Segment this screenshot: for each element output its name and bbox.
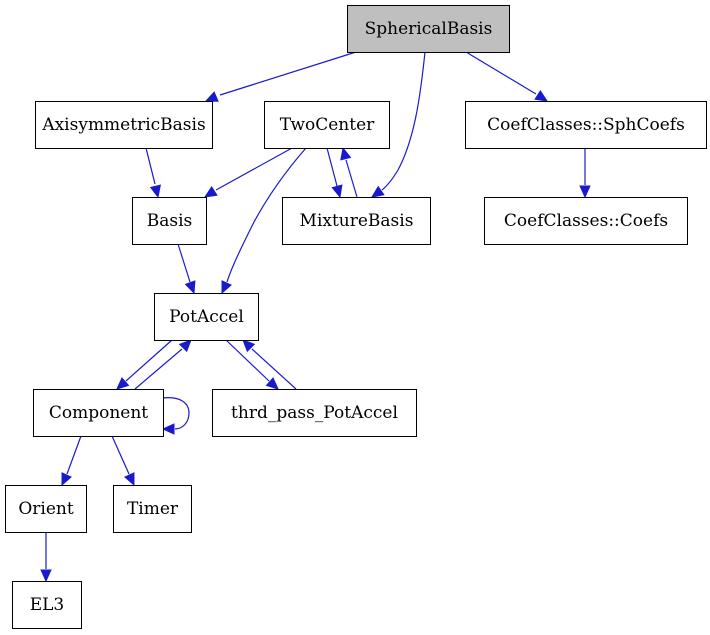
node-potaccel[interactable]: PotAccel — [154, 293, 259, 341]
node-box — [282, 197, 431, 245]
node-el3[interactable]: EL3 — [12, 581, 82, 629]
node-box — [132, 197, 207, 245]
node-box — [12, 581, 82, 629]
edge-line — [226, 147, 307, 283]
edge-arrowhead — [178, 339, 192, 353]
edge-sphericalbasis-to-axisymmetricbasis — [204, 51, 357, 102]
node-label: EL3 — [30, 595, 65, 615]
node-sphericalbasis[interactable]: SphericalBasis — [347, 5, 510, 53]
node-label: CoefClasses::SphCoefs — [487, 115, 685, 135]
edge-orient-to-el3 — [40, 532, 52, 583]
node-box — [212, 389, 417, 437]
edge-arrowhead — [149, 184, 161, 199]
node-label: Orient — [18, 499, 74, 519]
edge-twocenter-to-mixturebasis — [326, 147, 343, 199]
edge-component-to-orient — [61, 435, 82, 487]
node-label: thrd_pass_PotAccel — [231, 403, 398, 423]
edge-potaccel-to-component — [116, 339, 173, 390]
node-label: PotAccel — [169, 307, 244, 327]
edge-arrowhead — [116, 377, 130, 390]
edge-twocenter-to-potaccel — [221, 147, 307, 295]
edge-arrowhead — [204, 91, 219, 102]
edge-sphericalbasis-to-mixturebasis — [371, 51, 426, 198]
edge-twocenter-to-basis — [203, 147, 293, 198]
edge-line — [381, 51, 426, 191]
edge-arrowhead — [221, 280, 232, 295]
edge-arrowhead — [265, 377, 279, 390]
edge-component-to-component — [161, 397, 190, 435]
edge-arrowhead — [534, 89, 549, 102]
edge-arrowhead — [371, 185, 385, 198]
edge-line — [162, 397, 190, 430]
node-label: SphericalBasis — [365, 19, 493, 39]
edges-layer — [40, 51, 591, 583]
node-label: TwoCenter — [280, 115, 375, 135]
edge-arrowhead — [40, 569, 52, 583]
edge-sphericalbasis-to-sphcoefs — [465, 51, 549, 102]
node-label: Component — [49, 403, 148, 423]
edge-line — [177, 243, 191, 283]
edge-line — [251, 348, 297, 390]
edge-line — [125, 339, 173, 382]
edge-arrowhead — [331, 184, 343, 199]
node-label: Timer — [127, 499, 179, 519]
edge-component-to-timer — [111, 435, 135, 487]
node-label: CoefClasses::Coefs — [504, 211, 668, 231]
node-box — [484, 197, 688, 245]
node-twocenter[interactable]: TwoCenter — [264, 101, 390, 149]
edge-line — [145, 147, 156, 185]
edge-arrowhead — [340, 146, 352, 161]
node-mixturebasis[interactable]: MixtureBasis — [282, 197, 431, 245]
edge-thrd_pass_potaccel-to-potaccel — [242, 339, 297, 390]
edge-line — [215, 147, 293, 191]
edge-basis-to-potaccel — [177, 243, 196, 295]
edge-arrowhead — [61, 472, 72, 487]
edge-potaccel-to-thrd_pass_potaccel — [225, 339, 279, 390]
edge-line — [66, 435, 82, 475]
edge-arrowhead — [579, 185, 591, 199]
node-box — [465, 101, 707, 149]
node-timer[interactable]: Timer — [113, 485, 192, 533]
node-box — [154, 293, 259, 341]
edge-line — [225, 339, 270, 382]
edge-line — [326, 147, 338, 187]
node-thrd-pass-potaccel[interactable]: thrd_pass_PotAccel — [212, 389, 417, 437]
node-axisymmetricbasis[interactable]: AxisymmetricBasis — [35, 101, 213, 149]
node-box — [5, 485, 87, 533]
node-sphcoefs[interactable]: CoefClasses::SphCoefs — [465, 101, 707, 149]
edge-line — [465, 51, 537, 95]
edge-line — [134, 348, 183, 390]
edge-mixturebasis-to-twocenter — [340, 146, 358, 198]
node-component[interactable]: Component — [33, 389, 164, 437]
edge-arrowhead — [161, 423, 175, 435]
edge-sphcoefs-to-coefs — [579, 148, 591, 199]
node-box — [33, 389, 164, 437]
node-box — [347, 5, 510, 53]
edge-arrowhead — [203, 185, 218, 198]
edge-component-to-potaccel — [134, 339, 192, 390]
edge-arrowhead — [242, 339, 256, 353]
node-label: AxisymmetricBasis — [41, 115, 205, 135]
node-orient[interactable]: Orient — [5, 485, 87, 533]
edge-axisymmetricbasis-to-basis — [145, 147, 161, 199]
edge-arrowhead — [124, 472, 135, 487]
node-box — [113, 485, 192, 533]
edge-arrowhead — [184, 280, 196, 295]
node-label: Basis — [147, 211, 193, 231]
node-box — [264, 101, 390, 149]
node-box — [35, 101, 213, 149]
node-label: MixtureBasis — [300, 211, 414, 231]
edge-line — [345, 159, 358, 198]
node-coefs[interactable]: CoefClasses::Coefs — [484, 197, 688, 245]
edge-line — [111, 435, 130, 475]
edge-line — [219, 51, 357, 96]
node-basis[interactable]: Basis — [132, 197, 207, 245]
